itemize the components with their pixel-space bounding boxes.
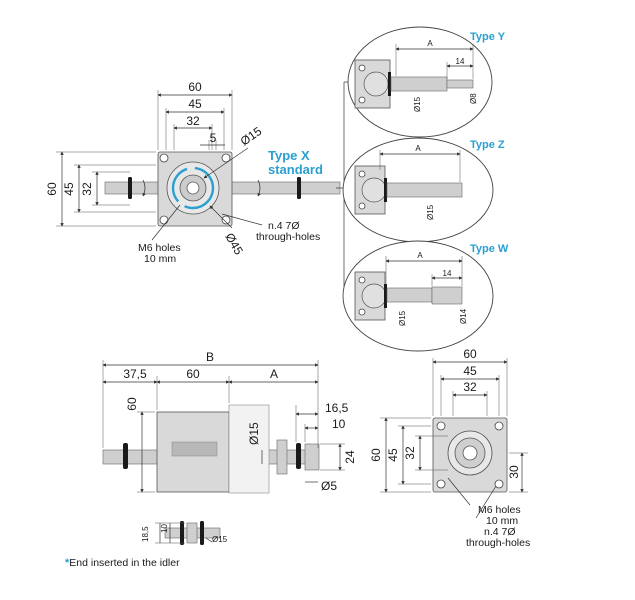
type-z-dim-a: A: [415, 144, 421, 153]
top-diam45: Ø45: [222, 231, 246, 258]
variant-type-w: Type W A 14 Ø15 Ø14: [342, 240, 509, 352]
side-hub: [228, 404, 270, 494]
top-hole-tr: [221, 153, 231, 163]
side-oring-left: [123, 443, 128, 469]
top-m6-holes-label: M6 holes: [138, 242, 181, 254]
front-dim-h30: 30: [507, 465, 521, 479]
idler-detail: 18,5 10 Ø15: [141, 521, 228, 545]
type-x-standard-label: standard: [268, 162, 323, 177]
side-dim-24: 24: [343, 450, 357, 464]
side-dim-10: 10: [332, 417, 346, 431]
front-m6-holes-label: M6 holes: [478, 504, 521, 516]
front-view: 60 45 32 60 45 32 30 M6 holes 10 mm n.4 …: [369, 347, 530, 549]
type-w-title: Type W: [470, 243, 509, 255]
type-w-diam15: Ø15: [398, 310, 407, 326]
top-m6-depth-label: 10 mm: [144, 253, 176, 265]
type-y-diam15: Ø15: [413, 96, 422, 112]
type-x-label: Type X: [268, 148, 310, 163]
side-dim-16-5: 16,5: [325, 401, 349, 415]
top-dim-45: 45: [188, 97, 202, 111]
front-bore: [462, 445, 478, 461]
side-collar: [276, 439, 288, 475]
top-holes-count-label: n.4 7Ø: [268, 220, 300, 232]
top-dim-h60: 60: [45, 182, 59, 196]
side-label-plate: [171, 441, 218, 457]
type-y-title: Type Y: [470, 31, 506, 43]
type-z-title: Type Z: [470, 139, 505, 151]
front-m6-depth-label: 10 mm: [486, 515, 518, 527]
side-dim-h60: 60: [125, 397, 139, 411]
front-dim-h45: 45: [386, 448, 400, 462]
variant-type-y: Type Y A 14 Ø15 Ø8: [347, 26, 506, 138]
type-z-diam15: Ø15: [426, 204, 435, 220]
type-y-shaft: [390, 76, 448, 92]
top-hole-br: [221, 215, 231, 225]
side-oring-right: [296, 443, 301, 469]
top-oring-left: [128, 177, 132, 199]
top-view: 60 45 32 5 60 45 32 Ø15 Ø45 Type X st: [45, 80, 341, 265]
front-dim-h32: 32: [403, 446, 417, 460]
side-view: B 37,5 60 A 60 16,5 10 Ø15 24 Ø5: [102, 350, 357, 494]
type-y-diam8: Ø8: [469, 93, 478, 104]
top-dim-60: 60: [188, 80, 202, 94]
top-dim-h32: 32: [80, 182, 94, 196]
front-through-holes-label: through-holes: [466, 537, 530, 549]
top-oring-right: [297, 177, 301, 199]
idler-dim-10: 10: [160, 524, 169, 533]
front-holes-count-label: n.4 7Ø: [484, 526, 516, 538]
top-hole-tl: [159, 153, 169, 163]
top-hole-bl: [159, 215, 169, 225]
front-dim-h60: 60: [369, 448, 383, 462]
side-diam5: Ø5: [321, 479, 337, 493]
top-dim-32: 32: [186, 114, 200, 128]
top-dim-h45: 45: [62, 182, 76, 196]
side-end-cap: [304, 443, 320, 471]
front-dim-60: 60: [463, 347, 477, 361]
type-y-dim-14: 14: [456, 57, 465, 66]
footnote-star: *: [65, 557, 70, 569]
top-rotation-right: [257, 179, 261, 197]
side-dim-a: A: [270, 367, 278, 381]
top-bore: [186, 181, 200, 195]
type-y-dim-a: A: [427, 39, 433, 48]
type-z-shaft: [386, 182, 463, 198]
type-w-dim-a: A: [417, 251, 423, 260]
variant-type-z: Type Z A Ø15: [342, 137, 505, 243]
top-through-holes-label: through-holes: [256, 231, 320, 243]
type-w-dim-14: 14: [443, 269, 452, 278]
top-rotation-left: [142, 179, 146, 197]
type-w-tip: [431, 286, 463, 305]
idler-diam15: Ø15: [212, 535, 228, 544]
top-bearing-ring: [171, 166, 215, 210]
side-dim-37-5: 37,5: [123, 367, 147, 381]
idler-dim-18-5: 18,5: [141, 526, 150, 542]
type-w-diam14: Ø14: [459, 308, 468, 324]
type-w-shaft: [386, 287, 433, 303]
top-dim-5: 5: [210, 131, 217, 145]
side-dim-b: B: [206, 350, 214, 364]
front-dim-45: 45: [463, 364, 477, 378]
type-y-tip: [446, 79, 474, 89]
top-diam15: Ø15: [238, 124, 265, 149]
front-dim-32: 32: [463, 380, 477, 394]
side-diam15: Ø15: [247, 422, 261, 445]
footnote-text: End inserted in the idler: [69, 557, 180, 569]
footnote: *End inserted in the idler: [65, 557, 180, 569]
side-dim-60: 60: [186, 367, 200, 381]
